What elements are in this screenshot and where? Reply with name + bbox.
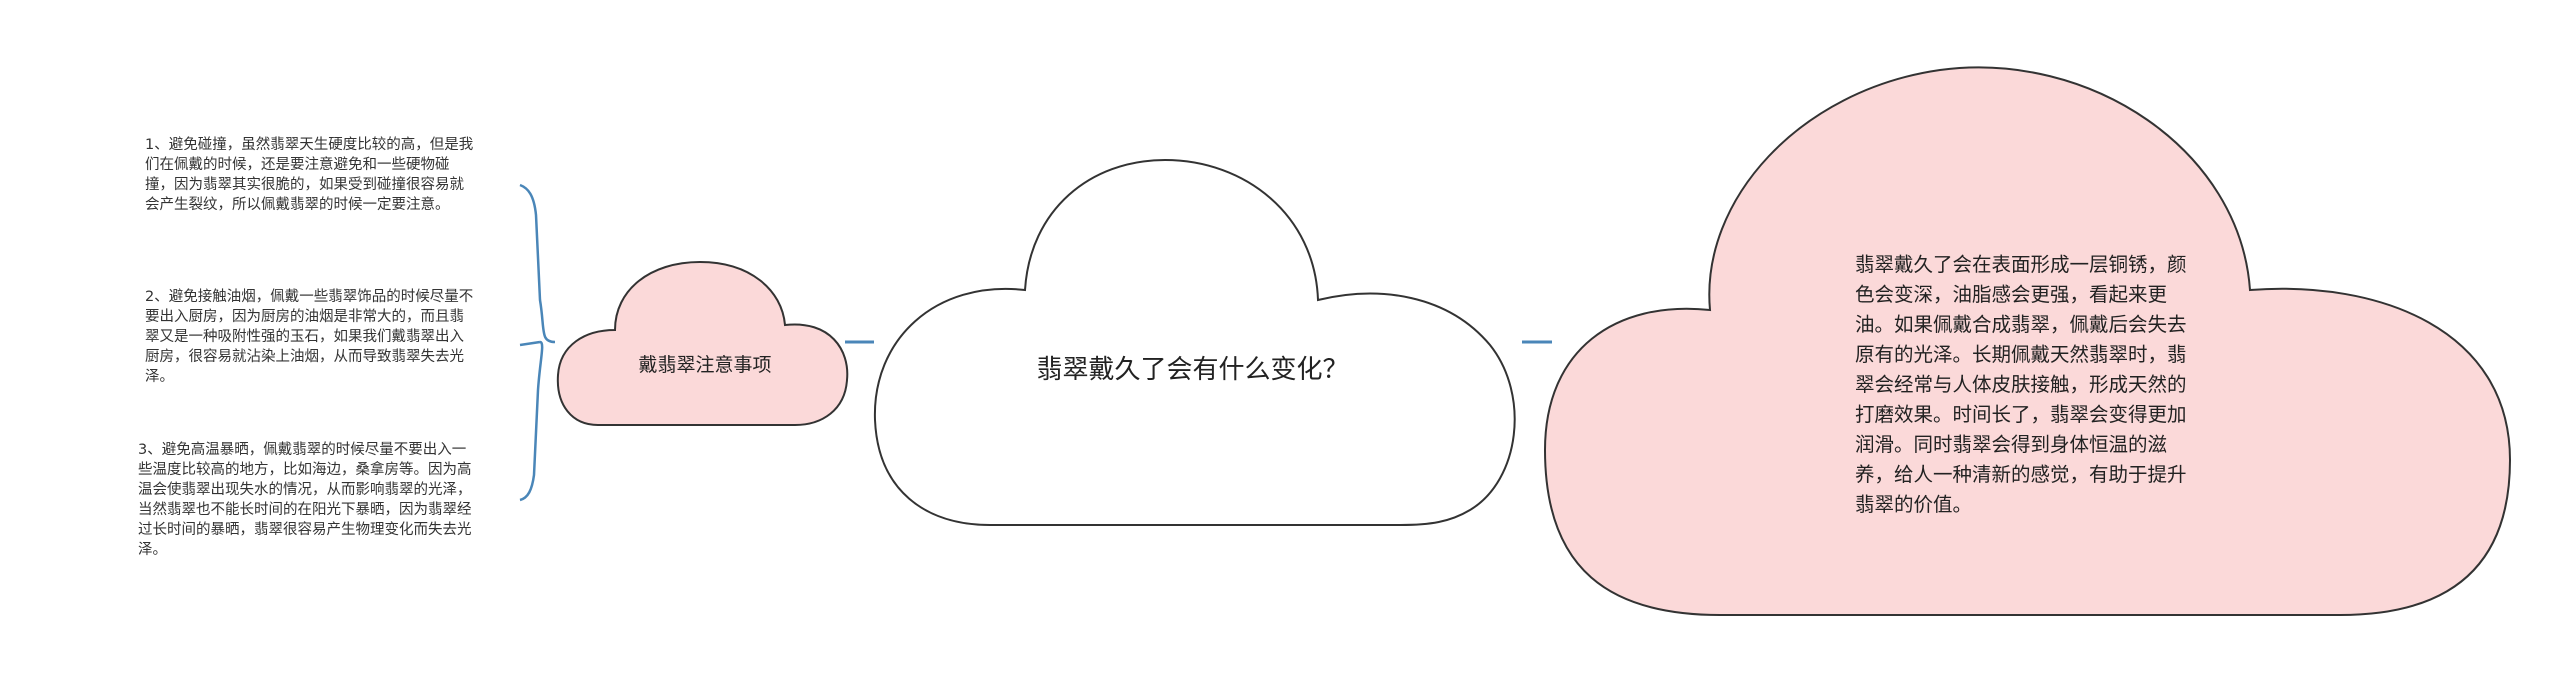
leaf-item-3: 3、避免高温暴晒，佩戴翡翠的时候尽量不要出入一些温度比较高的地方，比如海边，桑拿… (138, 442, 472, 558)
leaf-bracket (519, 183, 556, 502)
leaf-item-2: 2、避免接触油烟，佩戴一些翡翠饰品的时候尽量不要出入厨房，因为厨房的油烟是非常大… (145, 289, 474, 385)
left-node-label: 戴翡翠注意事项 (638, 354, 772, 376)
central-cloud-shape (873, 158, 1516, 526)
right-cloud-shape (1543, 66, 2512, 616)
right-node-label: 翡翠戴久了会在表面形成一层铜锈，颜色会变深，油脂感会更强，看起来更油。如果佩戴合… (1855, 253, 2187, 516)
central-node-label: 翡翠戴久了会有什么变化？ (1036, 355, 1349, 385)
leaf-item-1: 1、避免碰撞，虽然翡翠天生硬度比较的高，但是我们在佩戴的时候，还是要注意避免和一… (145, 137, 474, 213)
left-cloud-shape (556, 260, 849, 426)
